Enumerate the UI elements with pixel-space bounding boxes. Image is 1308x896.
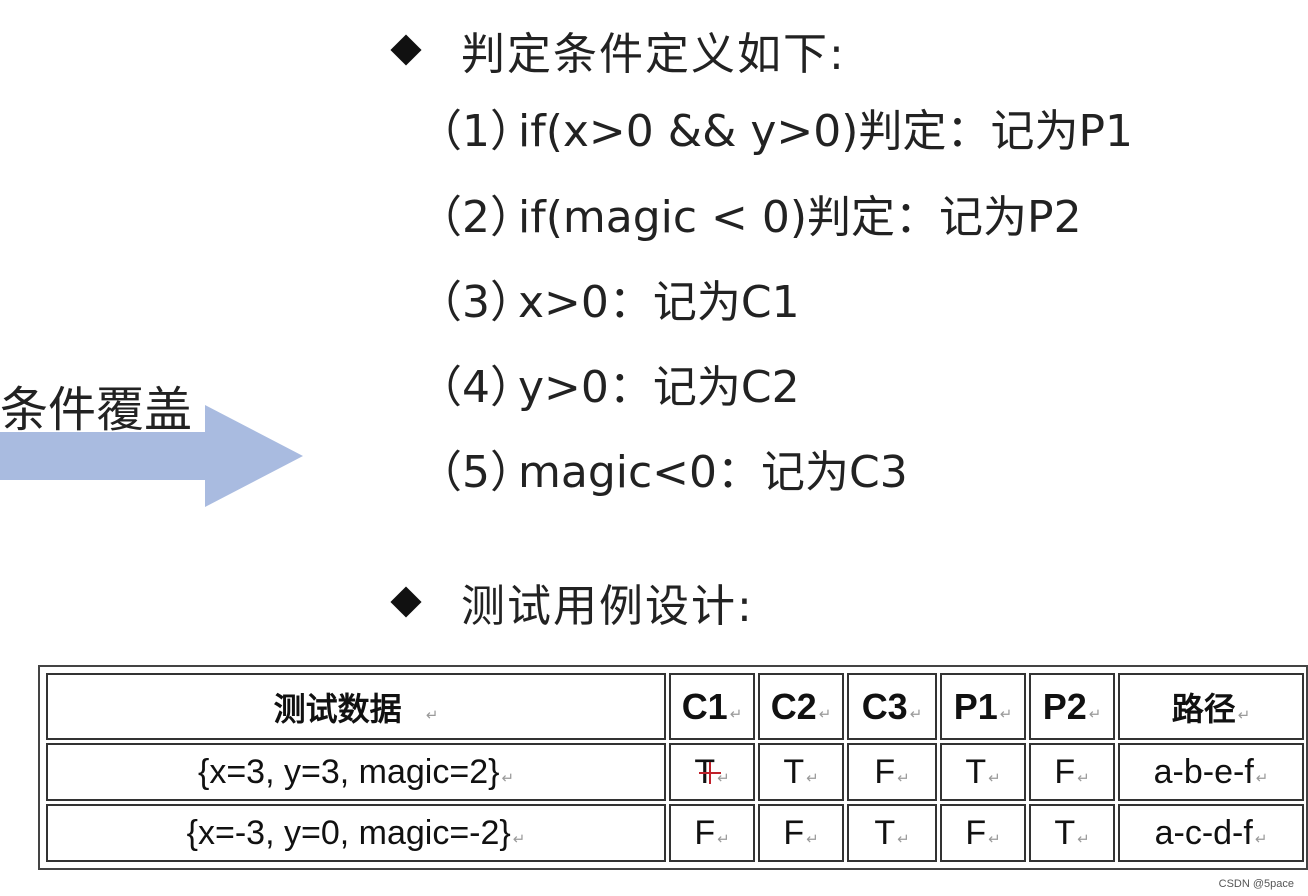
table-cell: F↵ — [847, 743, 937, 802]
table-cell: T↵ — [1029, 804, 1115, 862]
condition-item: （5）magic<0：记为C3 — [418, 445, 908, 501]
header-test-data: 测试数据 ↵ — [46, 673, 666, 741]
diamond-bullet-icon — [390, 586, 422, 618]
side-label: 条件覆盖 — [0, 382, 193, 438]
condition-item: （2）if(magic < 0)判定：记为P2 — [418, 190, 1082, 246]
table-row: {x=3, y=3, magic=2}↵ T↵ T↵ F↵ T↵ F↵ a-b-… — [46, 743, 1304, 802]
condition-number: （4） — [418, 362, 534, 413]
condition-number: （3） — [418, 277, 534, 328]
table-cell: {x=3, y=3, magic=2}↵ — [46, 743, 666, 802]
table-cell: F↵ — [1029, 743, 1115, 802]
table-row: {x=-3, y=0, magic=-2}↵ F↵ F↵ T↵ F↵ T↵ a-… — [46, 804, 1304, 862]
header-c2: C2↵ — [758, 673, 844, 741]
table-cell: T↵ — [847, 804, 937, 862]
condition-number: （1） — [418, 106, 534, 157]
test-design-heading-text: 测试用例设计: — [461, 581, 754, 632]
condition-text: if(x>0 && y>0)判定：记为P1 — [518, 106, 1133, 157]
table-cell: F↵ — [940, 804, 1026, 862]
condition-item: （1）if(x>0 && y>0)判定：记为P1 — [418, 104, 1133, 160]
table-cell: T↵ — [669, 743, 755, 802]
condition-text: if(magic < 0)判定：记为P2 — [518, 192, 1082, 243]
table-cell: {x=-3, y=0, magic=-2}↵ — [46, 804, 666, 862]
header-c3: C3↵ — [847, 673, 937, 741]
table-cell: T↵ — [940, 743, 1026, 802]
condition-number: （5） — [418, 447, 534, 498]
table-header-row: 测试数据 ↵ C1↵ C2↵ C3↵ P1↵ P2↵ 路径↵ — [46, 673, 1304, 741]
header-p1: P1↵ — [940, 673, 1026, 741]
table-cell: F↵ — [669, 804, 755, 862]
table-cell: a-c-d-f↵ — [1118, 804, 1304, 862]
definitions-heading-text: 判定条件定义如下: — [461, 29, 846, 80]
condition-text: x>0：记为C1 — [518, 277, 800, 328]
header-path: 路径↵ — [1118, 673, 1304, 741]
condition-text: y>0：记为C2 — [518, 362, 800, 413]
header-c1: C1↵ — [669, 673, 755, 741]
right-arrow-icon — [0, 405, 303, 507]
diamond-bullet-icon — [390, 34, 422, 66]
condition-number: （2） — [418, 192, 534, 243]
header-p2: P2↵ — [1029, 673, 1115, 741]
definitions-heading: 判定条件定义如下: — [390, 18, 846, 82]
table-cell: T↵ — [758, 743, 844, 802]
test-design-heading: 测试用例设计: — [390, 570, 754, 634]
condition-item: （3）x>0：记为C1 — [418, 275, 800, 331]
condition-item: （4）y>0：记为C2 — [418, 360, 800, 416]
watermark: CSDN @5pace — [1218, 878, 1294, 890]
condition-text: magic<0：记为C3 — [518, 447, 908, 498]
test-case-table: 测试数据 ↵ C1↵ C2↵ C3↵ P1↵ P2↵ 路径↵ {x=3, y=3… — [38, 665, 1308, 870]
table-cell: F↵ — [758, 804, 844, 862]
table-cell: a-b-e-f↵ — [1118, 743, 1304, 802]
